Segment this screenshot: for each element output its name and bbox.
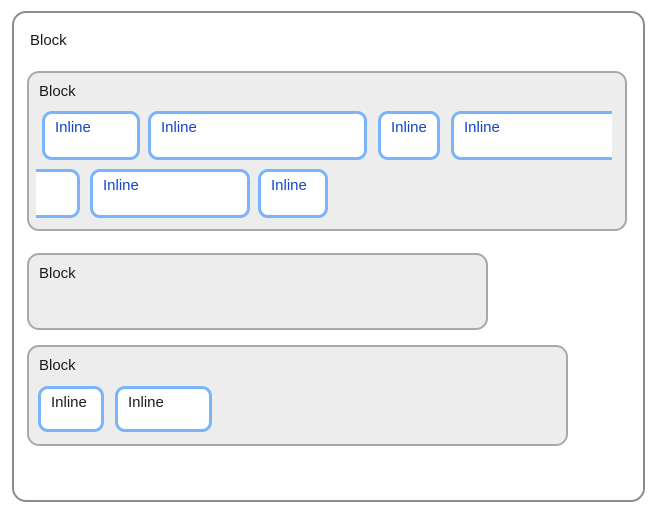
inline-box-wrapped-continuation [36,169,80,218]
inline-box: Inline [148,111,367,160]
inline-box: Inline [115,386,212,432]
inline-box: Inline [38,386,104,432]
outer-block: Block Block Inline Inline Inline Inline … [12,11,645,502]
block-with-inline-children: Block Inline Inline Inline Inline Inline… [27,71,627,231]
empty-block: Block [27,253,488,330]
block-label: Block [39,357,76,374]
block-with-two-inlines: Block Inline Inline [27,345,568,446]
block-label: Block [39,265,76,282]
outer-block-label: Block [30,32,67,49]
inline-box: Inline [258,169,328,218]
inline-box: Inline [90,169,250,218]
inline-box: Inline [42,111,140,160]
inline-box-wrapped-start: Inline [451,111,612,160]
inline-box: Inline [378,111,440,160]
block-label: Block [39,83,76,100]
